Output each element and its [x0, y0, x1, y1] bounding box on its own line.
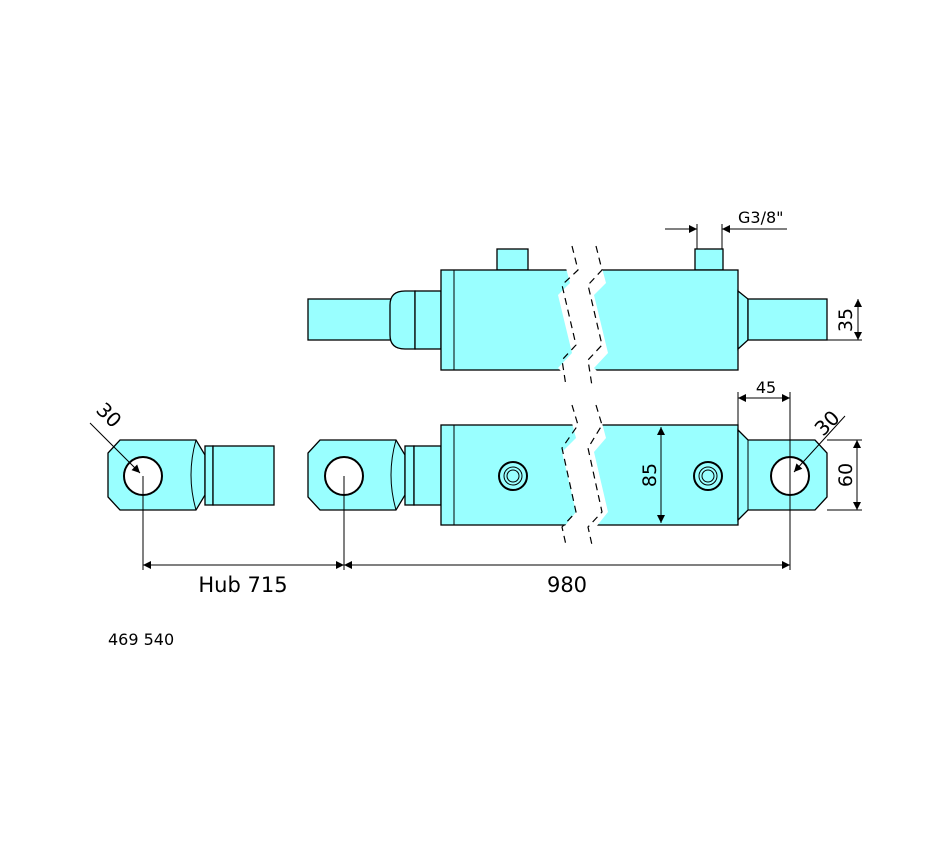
dim-port-thread: G3/8" [738, 208, 784, 227]
dim-pin-right: 30 [810, 406, 845, 441]
gland-nut [414, 290, 442, 350]
part-number: 469 540 [108, 630, 174, 649]
break-line [561, 245, 579, 387]
break-gap [562, 423, 608, 527]
port-left [496, 248, 529, 271]
dim-retracted-length: 980 [547, 573, 587, 597]
dim-pin-left: 30 [91, 398, 126, 433]
bottom-view: 85 60 45 30 30 Hub 715 980 [89, 378, 862, 597]
port-circle-left [498, 461, 528, 491]
rod-gland [389, 290, 416, 350]
break-gap [558, 268, 608, 372]
dim-stroke: Hub 715 [198, 573, 287, 597]
dim-eye-offset: 45 [756, 378, 776, 397]
dim-body-height: 85 [639, 463, 661, 487]
dim-eye-height: 60 [835, 463, 857, 487]
rear-mount-rod [747, 298, 828, 341]
piston-rod-left [307, 298, 393, 341]
port-circle-right [693, 461, 723, 491]
rod-stub [212, 445, 275, 506]
port-right [694, 248, 724, 271]
top-view: G3/8" 35 [307, 208, 862, 387]
end-cap-chamfer [737, 289, 749, 351]
dim-rod-diameter: 35 [835, 308, 857, 332]
